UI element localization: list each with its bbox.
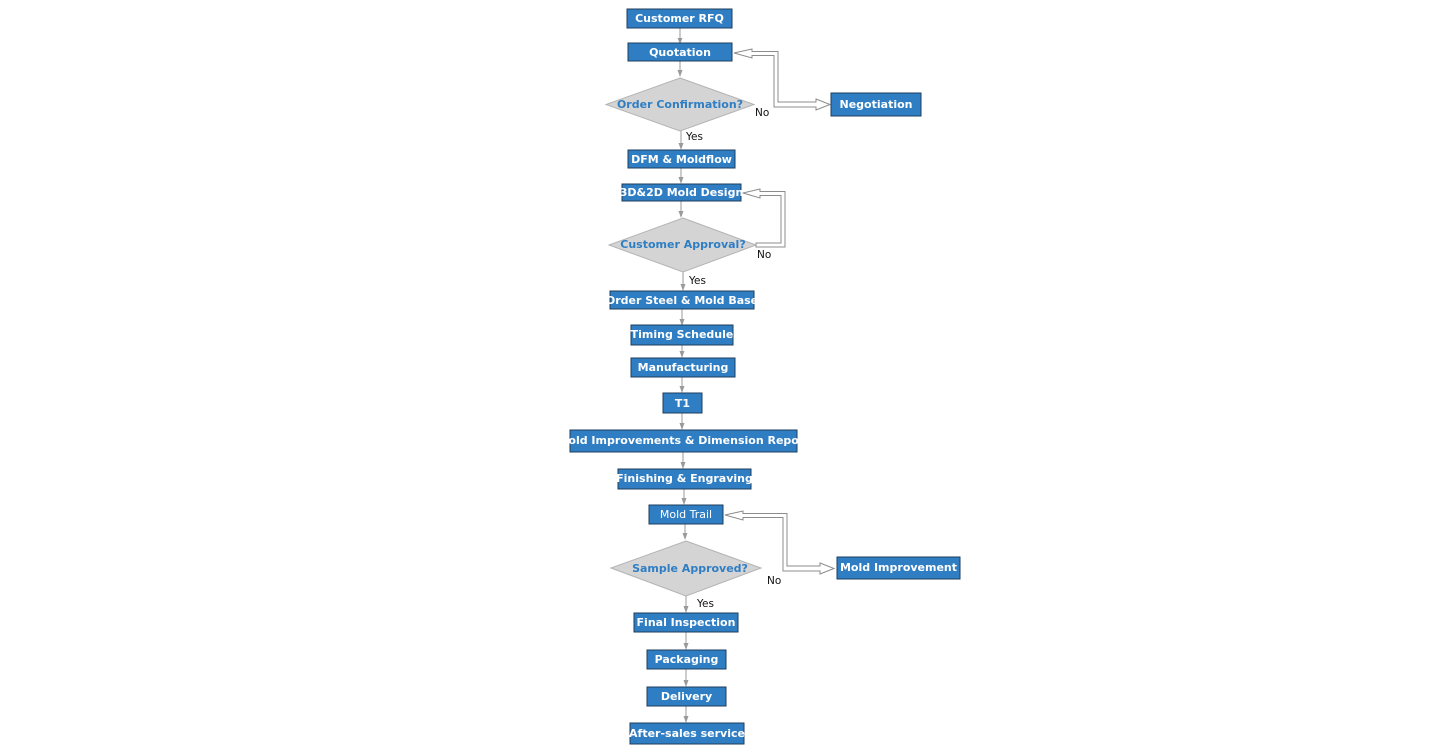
step-manufacturing: Manufacturing (630, 357, 736, 378)
step-mold-improvement-label: Mold Improvement (840, 561, 957, 574)
no-label-order-confirmation: No (755, 107, 769, 119)
step-mold-improvements-report-label: Mold Improvements & Dimension Report (557, 434, 809, 447)
step-order-steel-label: Order Steel & Mold Base (606, 294, 758, 307)
decision-customer-approval: Customer Approval? (607, 217, 758, 273)
step-order-steel: Order Steel & Mold Base (606, 290, 758, 310)
main-connectors (677, 28, 689, 723)
feedback-loop-mold-improvement (724, 510, 836, 575)
no-label-customer-approval: No (757, 249, 771, 261)
step-mold-improvements-report: Mold Improvements & Dimension Report (557, 429, 810, 453)
yes-label-order-confirmation: Yes (685, 131, 703, 143)
step-final-inspection: Final Inspection (633, 612, 739, 633)
step-timing-schedule: Timing Schedule (630, 324, 734, 346)
step-t1: T1 (662, 392, 703, 414)
step-finishing-engraving: Finishing & Engraving (616, 468, 753, 490)
step-customer-rfq-label: Customer RFQ (635, 12, 724, 25)
step-mold-trail-label: Mold Trail (660, 508, 712, 521)
step-quotation: Quotation (627, 42, 733, 62)
decision-sample-approved-label: Sample Approved? (632, 562, 748, 575)
no-label-sample-approved: No (767, 575, 781, 587)
step-quotation-label: Quotation (649, 46, 711, 59)
step-finishing-engraving-label: Finishing & Engraving (616, 472, 753, 485)
step-after-sales: After-sales service (629, 722, 745, 745)
decision-order-confirmation-label: Order Confirmation? (617, 98, 743, 111)
step-timing-schedule-label: Timing Schedule (631, 328, 734, 341)
step-mold-trail: Mold Trail (648, 504, 724, 525)
step-final-inspection-label: Final Inspection (637, 616, 736, 629)
step-delivery: Delivery (646, 686, 727, 707)
step-delivery-label: Delivery (661, 690, 712, 703)
step-packaging: Packaging (646, 649, 727, 670)
decision-customer-approval-label: Customer Approval? (620, 238, 745, 251)
decision-order-confirmation: Order Confirmation? (604, 77, 756, 132)
yes-label-customer-approval: Yes (688, 275, 706, 287)
step-dfm-moldflow-label: DFM & Moldflow (631, 153, 732, 166)
step-mold-design: 3D&2D Mold Design (620, 183, 744, 202)
feedback-loop-design (741, 188, 786, 248)
step-customer-rfq: Customer RFQ (626, 8, 733, 29)
step-dfm-moldflow: DFM & Moldflow (627, 149, 736, 169)
step-packaging-label: Packaging (655, 653, 719, 666)
step-mold-design-label: 3D&2D Mold Design (620, 186, 744, 199)
step-after-sales-label: After-sales service (629, 727, 745, 740)
feedback-loop-negotiation (733, 48, 832, 111)
step-negotiation: Negotiation (830, 92, 922, 117)
step-t1-label: T1 (675, 397, 690, 410)
decision-sample-approved: Sample Approved? (609, 540, 763, 597)
step-mold-improvement: Mold Improvement (836, 556, 961, 580)
step-manufacturing-label: Manufacturing (638, 361, 729, 374)
step-negotiation-label: Negotiation (840, 98, 913, 111)
yes-label-sample-approved: Yes (696, 598, 714, 610)
